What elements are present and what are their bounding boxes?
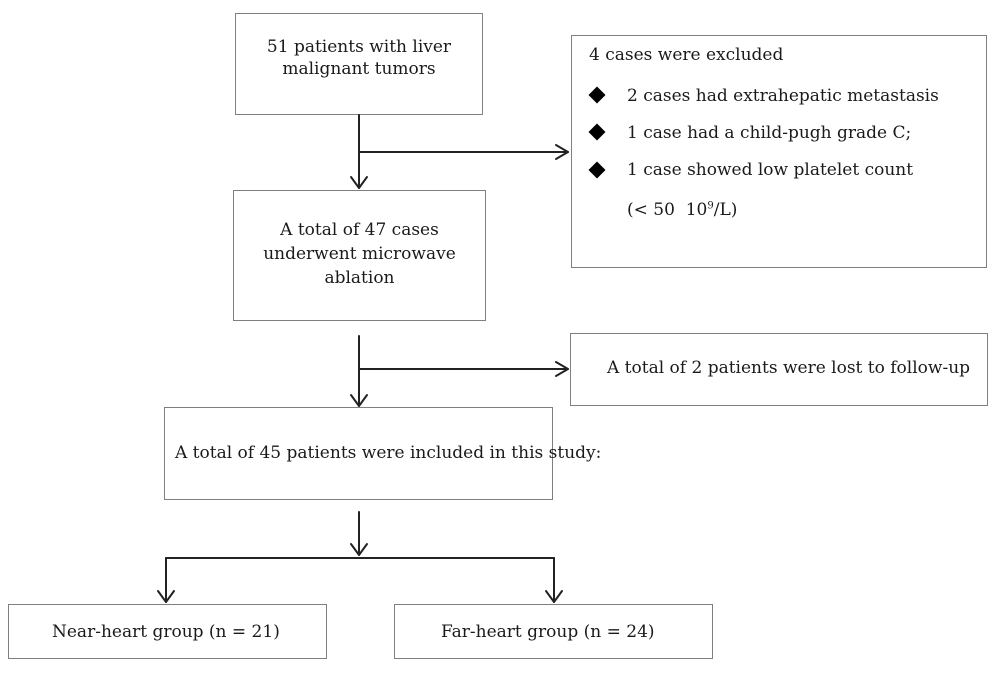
arrow-right-icon: [555, 361, 569, 377]
excluded-note-suffix: /L): [713, 200, 738, 220]
far-heart-box: [394, 604, 713, 659]
ablation-text-line2: underwent microwave: [263, 244, 456, 264]
excluded-note-sup: 9: [707, 200, 714, 212]
arrow-down-icon: [545, 590, 563, 603]
start-text-line2: malignant tumors: [282, 59, 436, 79]
excluded-note: (< 50 109/L): [627, 197, 737, 223]
near-heart-text: Near-heart group (n = 21): [52, 622, 280, 642]
excluded-title: 4 cases were excluded: [589, 45, 784, 65]
excluded-item-2: 1 case had a child-pugh grade C;: [627, 123, 912, 143]
lost-text: A total of 2 patients were lost to follo…: [607, 358, 971, 378]
arrow-down-icon: [350, 176, 368, 189]
excluded-item-3: 1 case showed low platelet count: [627, 160, 914, 180]
arrow-down-icon: [350, 543, 368, 556]
excluded-item-1: 2 cases had extrahepatic metastasis: [627, 86, 939, 106]
arrow-right-icon: [555, 144, 569, 160]
included-box: [164, 407, 553, 500]
ablation-text-line3: ablation: [324, 268, 395, 288]
ablation-box: [233, 190, 486, 321]
lost-box: [570, 333, 988, 406]
arrow-down-icon: [350, 394, 368, 407]
near-heart-box: [8, 604, 327, 659]
start-box: [235, 13, 483, 115]
excluded-box: [571, 35, 987, 268]
arrow-down-icon: [157, 590, 175, 603]
excluded-note-prefix: (< 50 10: [627, 200, 708, 220]
included-text: A total of 45 patients were included in …: [175, 443, 602, 463]
far-heart-text: Far-heart group (n = 24): [441, 622, 655, 642]
start-text-line1: 51 patients with liver: [266, 37, 452, 57]
ablation-text-line1: A total of 47 cases: [280, 220, 439, 240]
